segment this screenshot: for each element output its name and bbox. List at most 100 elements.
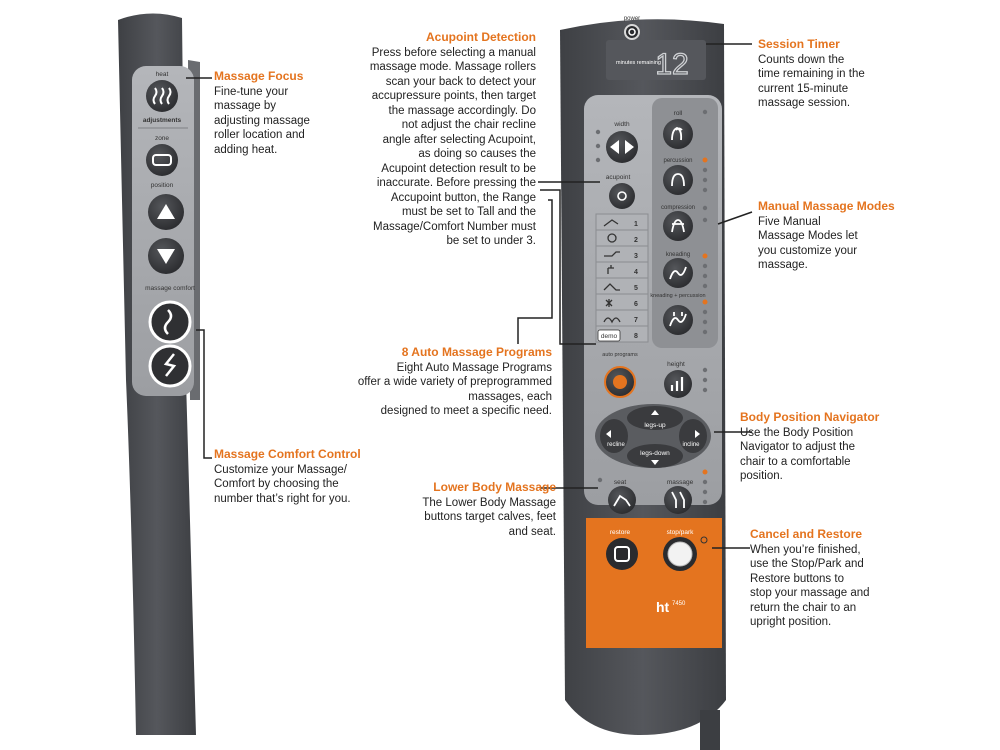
callout-line: designed to meet a specific need. — [380, 405, 552, 417]
timer-display — [606, 40, 706, 80]
callout-line: massages, each — [468, 390, 552, 403]
kneading-percussion-label: kneading + percussion — [650, 293, 705, 299]
callout-massage-focus: Massage Focus Fine-tune your massage by … — [214, 69, 354, 157]
arrow-right-icon — [695, 430, 700, 438]
heat-button[interactable] — [146, 80, 178, 112]
program-numbers: 1 2 3 4 5 6 7 8 — [634, 221, 638, 340]
roll-button[interactable] — [663, 119, 693, 149]
zone-button[interactable] — [146, 144, 178, 176]
seat-button[interactable] — [608, 486, 636, 514]
width-label: width — [613, 121, 630, 128]
seat-icon — [613, 494, 631, 507]
program-number: 7 — [634, 317, 638, 324]
comfort-soft-icon — [163, 309, 173, 335]
arrow-up-icon — [651, 410, 659, 415]
seat-label: seat — [614, 479, 626, 486]
callout-line: buttons target calves, feet — [424, 511, 556, 523]
percussion-label: percussion — [663, 158, 692, 164]
legs-up-label: legs-up — [644, 422, 666, 429]
stop-indicator-light — [700, 536, 708, 544]
width-button[interactable] — [606, 131, 638, 163]
callout-line: stop your massage and — [750, 587, 870, 599]
incline-button[interactable]: incline — [679, 419, 707, 453]
body-position-navigator: legs-up legs-down recline incline — [595, 404, 711, 468]
legs-down-button[interactable]: legs-down — [627, 444, 683, 468]
leader-lines — [186, 43, 753, 549]
position-down-button[interactable] — [148, 238, 184, 274]
acupoint-button[interactable] — [609, 183, 635, 209]
callout-line: current 15-minute — [758, 82, 849, 95]
program-icons — [603, 219, 621, 324]
callout-title: 8 Auto Massage Programs — [401, 345, 552, 359]
callout-line: upright position. — [750, 616, 832, 628]
callout-line: angle after selecting Acupoint, — [382, 133, 536, 146]
stop-park-button[interactable] — [663, 537, 697, 571]
compression-button[interactable] — [663, 211, 693, 241]
callout-line: accupressure points, then target — [371, 90, 536, 102]
right-remote: power minutes remaining 12 width roll pe… — [560, 16, 726, 750]
callout-line: be set to under 3. — [446, 235, 536, 247]
program-number: 4 — [634, 269, 638, 276]
recline-label: recline — [607, 442, 625, 448]
callout-body-navigator: Body Position Navigator Use the Body Pos… — [740, 410, 920, 484]
callout-manual-modes: Manual Massage Modes Five Manual Massage… — [758, 199, 938, 273]
kneading-button[interactable] — [663, 258, 693, 288]
callout-line: roller location and — [214, 129, 305, 141]
brand-logo: ht — [656, 599, 670, 615]
arrow-down-icon — [651, 460, 659, 465]
restore-button[interactable] — [606, 538, 638, 570]
auto-programs-button[interactable] — [604, 366, 636, 398]
lower-massage-button[interactable] — [664, 486, 692, 514]
callout-title: Lower Body Massage — [433, 480, 556, 494]
kneading-percussion-icon — [669, 312, 687, 327]
percussion-button[interactable] — [663, 165, 693, 195]
kneading-label: kneading — [666, 252, 690, 258]
callout-acupoint: Acupoint Detection Press before selectin… — [336, 30, 536, 249]
mode-indicators — [595, 109, 708, 335]
callout-line: Five Manual — [758, 215, 821, 228]
callout-line: must be set to Tall and the — [401, 206, 536, 218]
program-number: 1 — [634, 221, 638, 228]
callout-line: massage mode. Massage rollers — [369, 61, 536, 73]
callout-line: and seat. — [508, 525, 556, 538]
power-label: power — [624, 16, 640, 22]
callout-title: Body Position Navigator — [740, 410, 880, 424]
massage-comfort-label: massage comfort — [145, 285, 195, 292]
callout-line: Customize your Massage/ — [214, 463, 347, 476]
program-5-icon — [603, 283, 620, 291]
program-number: 2 — [634, 237, 638, 244]
height-button[interactable] — [664, 370, 692, 398]
position-up-button[interactable] — [148, 194, 184, 230]
program-4-icon — [607, 265, 614, 274]
zone-icon — [152, 154, 172, 166]
program-number: 3 — [634, 253, 638, 260]
callout-line: Massage/Comfort Number must — [373, 220, 536, 233]
recline-button[interactable]: recline — [600, 419, 628, 453]
callout-line: Navigator to adjust the — [740, 441, 856, 453]
demo-button[interactable]: demo — [597, 329, 621, 342]
callout-comfort-control: Massage Comfort Control Customize your M… — [214, 447, 394, 506]
callout-line: adjusting massage — [214, 114, 310, 127]
callout-title: Manual Massage Modes — [758, 199, 895, 213]
acupoint-icon — [617, 191, 627, 201]
comfort-soft-button[interactable] — [148, 300, 192, 344]
legs-up-button[interactable]: legs-up — [627, 406, 683, 430]
left-remote: heat adjustments zone position massage c… — [118, 13, 200, 736]
callout-line: Accupoint button, the Range — [390, 191, 536, 204]
comfort-firm-button[interactable] — [148, 344, 192, 388]
legs-icon — [671, 491, 685, 508]
kneading-percussion-button[interactable] — [663, 305, 693, 335]
restore-label: restore — [610, 529, 631, 536]
program-3-icon — [604, 251, 620, 257]
callout-title: Massage Comfort Control — [214, 447, 361, 461]
height-label: height — [667, 361, 685, 368]
massage-label: massage — [667, 479, 694, 486]
callout-line: Press before selecting a manual — [371, 46, 536, 59]
callout-title: Massage Focus — [214, 69, 304, 83]
callout-line: massage by — [214, 100, 277, 112]
hand-icon — [671, 127, 683, 141]
callout-line: chair to a comfortable — [740, 455, 851, 468]
callout-cancel-restore: Cancel and Restore When you’re finished,… — [750, 527, 930, 630]
callout-line: Massage Modes let — [758, 230, 858, 242]
power-button[interactable] — [624, 24, 640, 40]
